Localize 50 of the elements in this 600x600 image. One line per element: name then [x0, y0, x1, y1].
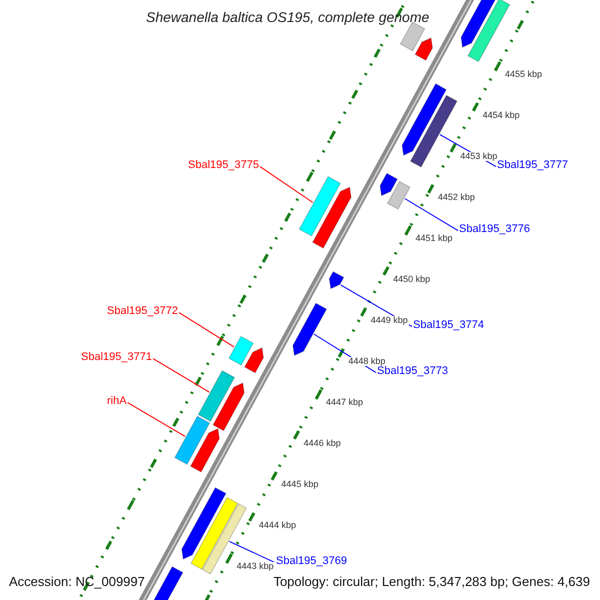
- gene-bar: [292, 302, 328, 356]
- scale-label: 4450 kbp: [392, 274, 432, 284]
- gene-label: Sbal195_3777: [497, 160, 568, 171]
- leader-line: [228, 540, 276, 564]
- scale-label: 4443 kbp: [236, 562, 275, 571]
- gene-label: Sbal195_3771: [81, 352, 152, 363]
- gene-bar: [414, 37, 433, 61]
- gene-label: Sbal195_3769: [276, 556, 347, 567]
- gene-bar: [467, 0, 510, 62]
- scale-label: 4449 kbp: [370, 316, 409, 325]
- gene-bar: [198, 370, 236, 422]
- leader-line: [259, 166, 314, 203]
- gene-label: rihA: [107, 396, 127, 407]
- gene-bar: [181, 487, 226, 560]
- gene-bar: [386, 180, 411, 210]
- scale-label: 4451 kbp: [414, 234, 454, 243]
- gene-bar: [190, 496, 238, 570]
- scale-label: 4448 kbp: [347, 356, 386, 366]
- gene-label: Sbal195_3776: [459, 224, 530, 235]
- gene-label: Sbal195_3775: [188, 160, 259, 171]
- gene-label: Sbal195_3773: [377, 366, 448, 377]
- info-text: Topology: circular; Length: 5,347,283 bp; Genes: 4,639: [273, 575, 590, 588]
- gene-bar: [152, 566, 184, 600]
- leader-line: [127, 402, 186, 437]
- gene-bar: [410, 94, 458, 168]
- gene-bar: [228, 336, 254, 366]
- gene-bar: [298, 176, 341, 237]
- leader-line: [152, 358, 210, 393]
- scale-label: 4447 kbp: [325, 398, 364, 407]
- scale-label: 4455 kbp: [504, 70, 544, 78]
- leader-line: [178, 312, 235, 348]
- title: Shewanella baltica OS195, complete genome: [146, 10, 430, 24]
- gene-label: Sbal195_3774: [413, 320, 484, 331]
- scale-label: 4444 kbp: [258, 520, 297, 530]
- gene-bar: [328, 271, 344, 290]
- gene-bar: [190, 428, 220, 473]
- scale-label: 4454 kbp: [482, 110, 521, 120]
- gene-bar: [312, 186, 352, 249]
- gene-bar: [402, 83, 447, 156]
- scale-label: 4446 kbp: [302, 438, 342, 448]
- gene-bar: [174, 416, 210, 465]
- gene-bar: [380, 172, 398, 196]
- info-text: Accession: NC_009997: [9, 575, 145, 588]
- leader-line: [404, 198, 458, 232]
- scale-label: 4445 kbp: [280, 480, 320, 489]
- gene-label: Sbal195_3772: [107, 306, 178, 317]
- gene-bar: [244, 347, 264, 374]
- gene-bar: [212, 382, 245, 432]
- scale-label: 4452 kbp: [436, 192, 476, 202]
- scale-label: 4453 kbp: [459, 152, 498, 161]
